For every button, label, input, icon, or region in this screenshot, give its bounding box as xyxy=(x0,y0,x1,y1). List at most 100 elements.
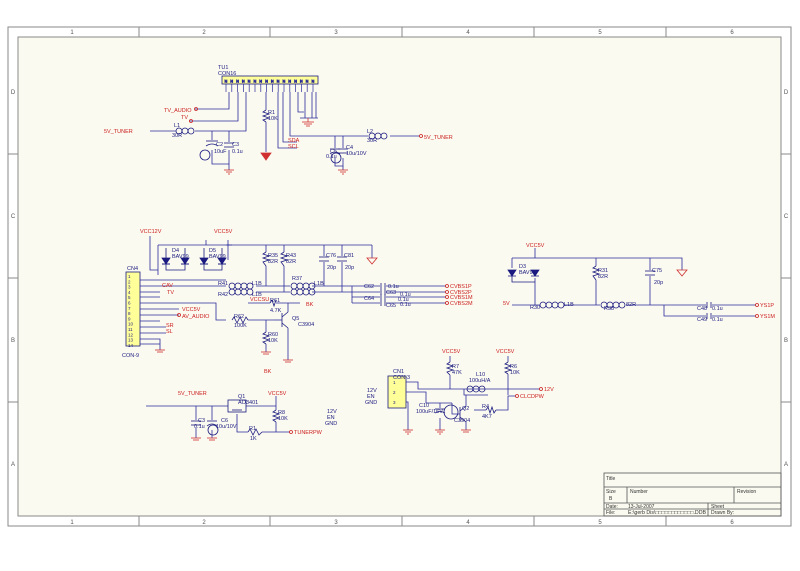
l2-val: 30R xyxy=(367,138,377,144)
r38-val: 82R xyxy=(626,302,636,308)
net-vcc5v-e: VCC5V xyxy=(442,349,461,355)
r9-ref: R1 xyxy=(249,426,256,432)
c2-ref: C2 xyxy=(216,142,223,148)
net-cvbs1p: CVBS1P xyxy=(450,284,472,290)
r-top-val: 10K xyxy=(268,116,278,122)
row-labels-right: D C B A xyxy=(784,90,789,468)
tuner-pin-label: N xyxy=(312,80,315,84)
r35-ref: R35 xyxy=(268,253,278,259)
title-label: Title xyxy=(606,476,615,482)
net-sr: SR xyxy=(166,323,174,329)
d5-val: BAV99 xyxy=(209,254,226,260)
net-sda: SDA xyxy=(288,138,300,144)
c81-val: 20p xyxy=(345,265,354,271)
file-value: E:\gerb Dis\□□□□□□□□□□□□.DDB xyxy=(628,510,707,516)
q1-val: AO3401 xyxy=(238,400,258,406)
net-cvbs1m: CVBS1M xyxy=(450,295,473,301)
net-ports-tuner xyxy=(189,107,423,138)
revision-label: Revision xyxy=(737,489,756,495)
net-scl: SCL xyxy=(288,144,299,150)
c4-val: 10u/10V xyxy=(346,151,367,157)
resistor-r35 xyxy=(261,251,271,267)
r4-ref: R4 xyxy=(482,404,489,410)
cn1-label-gnd: GND xyxy=(365,400,377,406)
cn4-pin-label: 6 xyxy=(128,301,131,306)
diode-d3 xyxy=(507,269,540,283)
capacitor-c7 xyxy=(191,420,201,426)
c10-ref: C10 xyxy=(419,403,429,409)
cn1-pin-label: 3 xyxy=(393,400,396,405)
col-label: 1 xyxy=(70,30,74,36)
capacitors-c62-c65 xyxy=(380,283,386,306)
wire-cn1-gnd xyxy=(406,401,409,430)
c62-ref: C62 xyxy=(364,284,374,290)
c48-ref: C48 xyxy=(697,306,707,312)
cn4-ref: CN4 xyxy=(127,266,138,272)
size-label: Size xyxy=(606,489,616,495)
wire-scl xyxy=(277,92,297,149)
cn4-pin-label: 11 xyxy=(128,327,133,332)
c5-val: 0.1u xyxy=(326,154,337,160)
d3-ref: D3 xyxy=(519,264,526,270)
row-label: C xyxy=(11,214,16,220)
d4-ref: D4 xyxy=(172,248,179,254)
date-label: Date: xyxy=(606,504,618,510)
c10-val: 100uF/16V xyxy=(416,409,443,415)
net-tv-audio: TV_AUDIO xyxy=(164,108,192,114)
tuner-pin-label: N xyxy=(283,80,286,84)
sheet-label: Sheet xyxy=(711,504,725,510)
q5-ref: Q5 xyxy=(292,316,299,322)
c76-ref: C76 xyxy=(326,253,336,259)
col-label: 3 xyxy=(334,520,338,526)
cn4-pin-label: 10 xyxy=(128,322,134,327)
capacitor-c75 xyxy=(645,270,655,276)
mid-label-gnd: GND xyxy=(325,421,337,427)
capacitors-c48-c49 xyxy=(706,302,712,319)
net-vcc5v-a: VCC5V xyxy=(214,229,233,235)
r8-ref: R8 xyxy=(278,410,285,416)
r37-val: L1B xyxy=(314,281,324,287)
wire-5v-rail xyxy=(289,92,368,137)
net-ports-power xyxy=(289,430,293,434)
tuner-pin-label: N xyxy=(236,80,239,84)
c7-val: 0.1u xyxy=(194,424,205,430)
ys-section xyxy=(511,248,756,317)
column-labels-top: 1 2 3 4 5 6 xyxy=(70,30,734,36)
cn4-pin-label: 14 xyxy=(128,343,134,348)
transistor-q5 xyxy=(281,311,289,329)
resistor-r61 xyxy=(269,299,277,308)
net-labels: TV_AUDIO TV 5V_TUNER 5V_TUNER SDA SCL VC… xyxy=(104,108,775,436)
r42-ref: R42 xyxy=(218,292,228,298)
tuner-pin-label: N xyxy=(225,80,228,84)
q2-val: C3904 xyxy=(454,418,470,424)
l10-val: 100uH/A xyxy=(469,378,491,384)
inner-border xyxy=(17,36,782,517)
row-label: B xyxy=(11,338,15,344)
c6-val: 10u/10V xyxy=(216,424,237,430)
cn1-label-en: EN xyxy=(367,394,375,400)
ground-symbols-power xyxy=(191,437,217,441)
tuner-pin-label: N xyxy=(230,80,233,84)
connector-cn1-pins: 123 xyxy=(393,380,396,405)
cn4-pin-label: 9 xyxy=(128,316,131,321)
c5-ref: C5 xyxy=(330,149,337,155)
cn4-pin-label: 1 xyxy=(128,274,131,279)
ferrite-r42 xyxy=(228,288,254,296)
r31-ref: R31 xyxy=(598,268,608,274)
wire-cap-gnd xyxy=(211,150,230,165)
capacitor-c5 xyxy=(338,148,348,154)
wire-vcc12v xyxy=(149,236,158,271)
d3-val: BAV99 xyxy=(519,270,536,276)
transistor-q2 xyxy=(459,405,467,423)
wire-cn4-gnd xyxy=(140,338,161,350)
file-label: File: xyxy=(606,510,615,516)
diode-d5 xyxy=(199,248,227,271)
q1-ref: Q1 xyxy=(238,394,245,400)
r62-val: 100K xyxy=(234,323,247,329)
r9-val: 1K xyxy=(250,436,257,442)
resistor-r62 xyxy=(231,316,249,324)
net-clcdpw: CLCDPW xyxy=(520,394,545,400)
c63-ref: C63 xyxy=(386,290,396,296)
ground-symbols-lcd xyxy=(403,429,471,435)
